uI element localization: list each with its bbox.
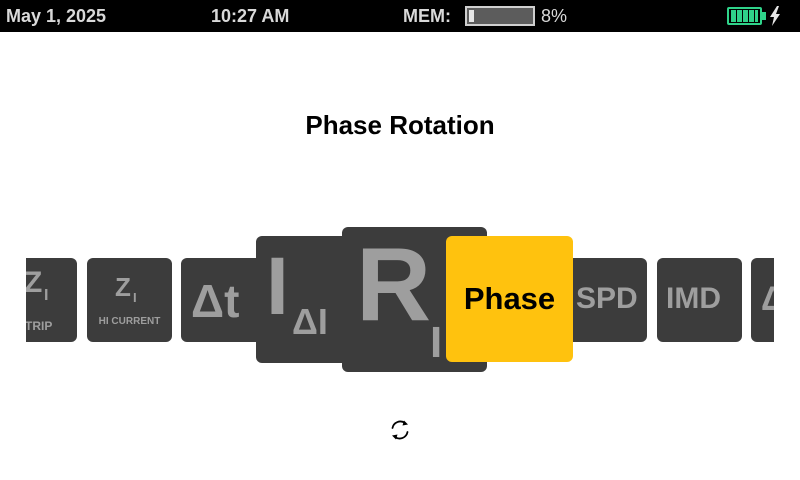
memory-percent: 8% [541, 6, 568, 26]
tile-delta-t[interactable]: Δt [181, 258, 266, 342]
status-date: May 1, 2025 [6, 6, 107, 26]
status-bar: May 1, 2025 10:27 AM MEM: 8% [0, 0, 800, 32]
tile-symbol: R [356, 227, 432, 343]
battery-full-icon [727, 7, 767, 25]
page-title: Phase Rotation [305, 110, 495, 140]
refresh-icon[interactable] [388, 418, 412, 442]
lightning-bolt-icon [770, 6, 780, 26]
tile-phase-selected[interactable]: Phase [446, 236, 573, 362]
tile-symbol: Z [26, 266, 43, 299]
tile-imd[interactable]: IMD [657, 258, 742, 342]
tile-symbol: Δt [191, 275, 240, 327]
tile-subscript: I [430, 318, 443, 367]
tile-caption: HI CURRENT [98, 316, 161, 327]
memory-usage-fill [469, 10, 474, 22]
memory-label: MEM: [403, 6, 451, 26]
tile-spd[interactable]: SPD [562, 258, 647, 342]
tile-symbol: Δ [761, 280, 774, 318]
tile-z-trip[interactable]: Z I TRIP [26, 258, 77, 342]
tile-symbol: I [266, 241, 289, 332]
tile-z-hi-current[interactable]: Z I HI CURRENT [87, 258, 172, 342]
tile-symbol: SPD [576, 282, 638, 315]
tile-symbol: Phase [463, 281, 556, 316]
tile-delta-partial[interactable]: Δ [751, 258, 774, 342]
tile-subscript: I [44, 287, 49, 304]
tile-caption: TRIP [26, 319, 53, 333]
status-time: 10:27 AM [211, 6, 290, 26]
tile-subscript: I [133, 290, 137, 305]
test-mode-carousel[interactable]: Z I TRIP Z I HI CURRENT Δt I ΔI R I Phas… [26, 220, 774, 380]
tile-symbol: Z [115, 272, 131, 302]
tile-subscript: ΔI [292, 301, 328, 342]
tile-symbol: IMD [666, 282, 721, 315]
memory-usage-bar [465, 6, 535, 26]
